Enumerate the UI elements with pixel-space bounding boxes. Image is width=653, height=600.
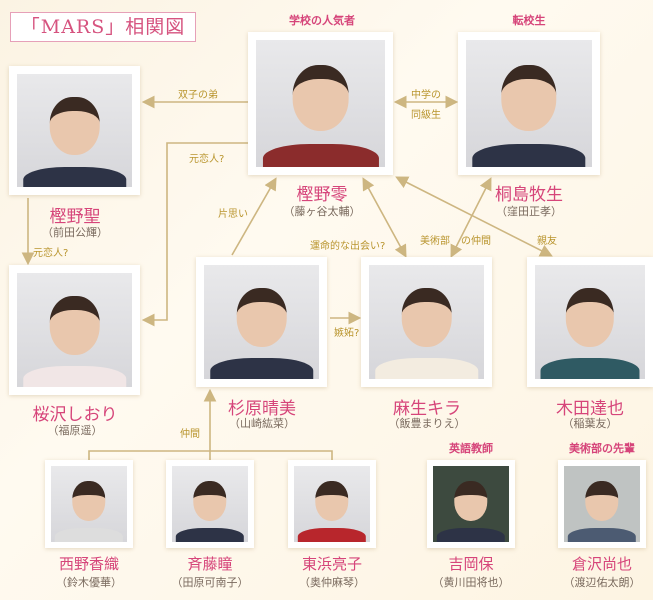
relation-classmate-2: 同級生 [411,110,441,121]
name-tatsuya: 木田達也 [556,399,624,419]
role-kirishima: 転校生 [512,14,546,27]
photo-kira [361,257,492,387]
actor-touhama: （奥仲麻琴） [299,576,365,589]
actor-rei: （藤ヶ谷太輔） [283,205,361,218]
bestfriend-line [395,176,553,257]
photo-sei [9,66,140,195]
ex-line-rei [141,142,248,327]
relation-crush: 片思い [218,209,248,220]
photo-kurasawa [558,460,646,548]
actor-saito: （田原可南子） [171,576,249,589]
relation-friends: 仲間 [180,429,200,440]
relation-ex-rei: 元恋人? [189,154,225,165]
actor-yoshioka: （黄川田将也） [432,576,510,589]
name-kira: 麻生キラ [393,399,461,419]
crush-line [231,177,277,256]
actor-kurasawa: （渡辺佑太朗） [563,576,641,589]
photo-saito [166,460,254,548]
role-rei: 学校の人気者 [289,14,355,27]
name-rei: 樫野零 [296,185,348,205]
relation-bestfriend: 親友 [537,236,557,247]
name-saito: 斉藤瞳 [187,555,233,573]
photo-rei [248,32,393,175]
photo-tatsuya [527,257,653,387]
relation-art-1: 美術部 [420,236,450,247]
name-kurasawa: 倉沢尚也 [571,555,632,573]
relation-fate: 運命的な出会い? [310,241,386,252]
name-nishino: 西野香織 [58,555,119,573]
relation-art-2: の仲間 [461,236,491,247]
relation-twin: 双子の弟 [178,90,218,101]
actor-sei: （前田公輝） [42,226,108,239]
photo-harumi [196,257,327,387]
name-touhama: 東浜亮子 [301,555,362,573]
name-yoshioka: 吉岡保 [448,555,494,573]
name-harumi: 杉原晴美 [228,399,296,419]
relation-jealousy: 嫉妬? [334,328,360,339]
actor-kirishima: （窪田正孝） [496,205,562,218]
actor-shiori: （福原遥） [47,424,103,437]
diagram-title: 「MARS」相関図 [10,12,196,42]
role-yoshioka: 英語教師 [449,442,493,455]
photo-touhama [288,460,376,548]
relation-ex-sei: 元恋人? [33,248,69,259]
name-kirishima: 桐島牧生 [495,185,563,205]
actor-tatsuya: （稲葉友） [562,417,618,430]
actor-harumi: （山崎紘菜） [229,417,295,430]
name-sei: 樫野聖 [49,207,101,227]
photo-nishino [45,460,133,548]
actor-nishino: （鈴木優華） [56,576,122,589]
name-shiori: 桜沢しおり [32,405,118,425]
role-kurasawa: 美術部の先輩 [569,442,635,455]
actor-kira: （飯豊まりえ） [388,417,466,430]
relation-classmate-1: 中学の [411,90,441,101]
photo-kirishima [458,32,600,175]
photo-shiori [9,265,140,395]
photo-yoshioka [427,460,515,548]
